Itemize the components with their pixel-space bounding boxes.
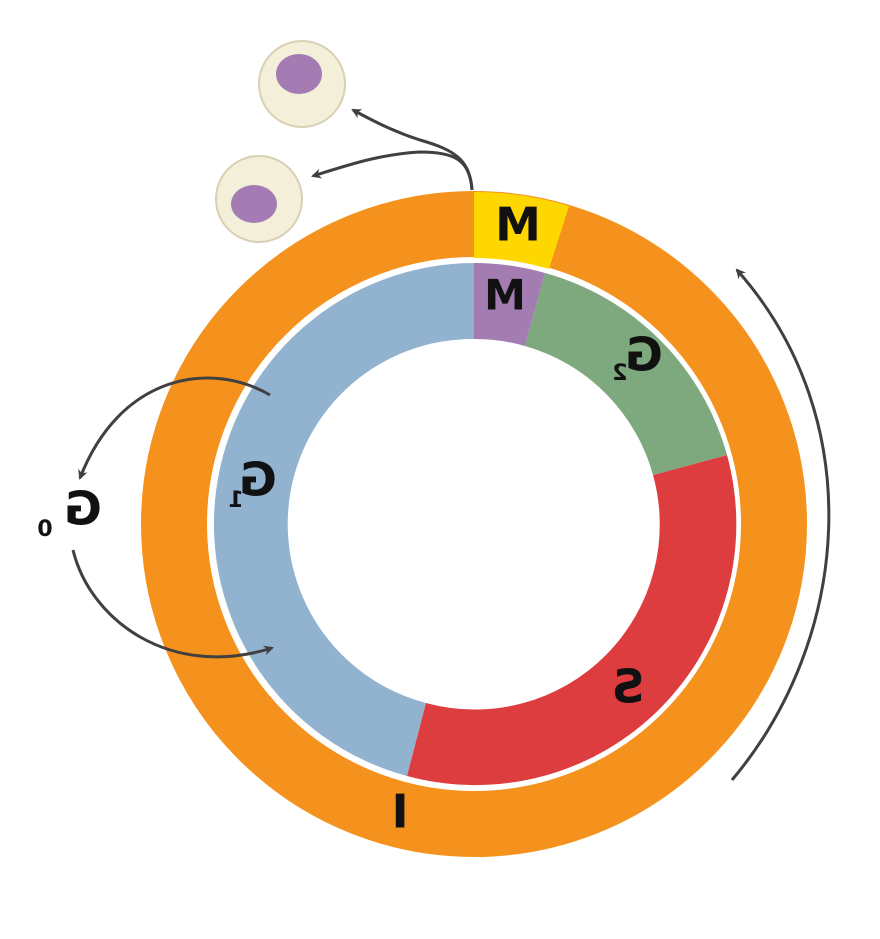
g2-phase-subscript: 2 <box>612 361 627 386</box>
g0-exit-arrow <box>78 376 271 480</box>
g1-phase-segment <box>213 263 474 776</box>
g2-phase-segment <box>525 273 727 475</box>
g0-phase-label: G <box>64 482 102 536</box>
daughter-cell-bottom <box>215 155 303 243</box>
mitosis-inner-segment <box>474 263 545 346</box>
cycle-direction-arrow <box>730 268 831 781</box>
g1-phase-subscript: 1 <box>228 488 243 513</box>
g0-return-arrow <box>71 549 274 659</box>
g1-phase-label: G <box>239 453 277 507</box>
daughter-cell-top <box>258 40 346 128</box>
outer-mitosis-label: M <box>495 198 541 252</box>
division-arrow-to-top-cell <box>351 108 474 191</box>
g2-phase-label: G <box>625 328 663 382</box>
interphase-label: I <box>391 785 408 839</box>
s-phase-segment <box>407 455 737 786</box>
mitosis-outer-segment <box>474 192 569 269</box>
division-arrow-to-bottom-cell <box>311 150 474 191</box>
s-phase-label: S <box>611 660 644 714</box>
g0-phase-subscript: 0 <box>37 517 52 542</box>
inner-mitosis-label: M <box>484 271 526 320</box>
